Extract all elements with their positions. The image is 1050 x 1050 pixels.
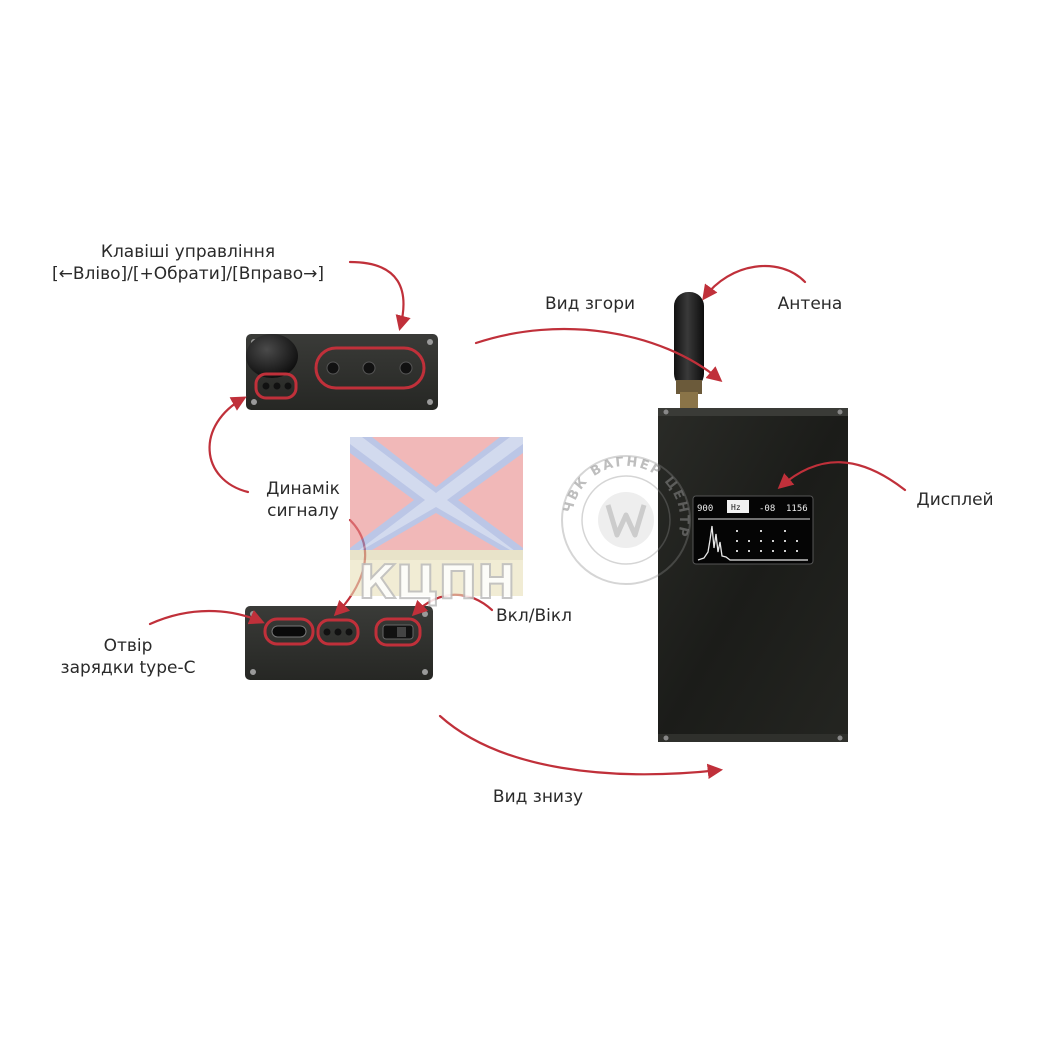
arrow-bottom-view <box>438 714 724 779</box>
power-switch-lever <box>397 627 406 637</box>
screw-icon <box>427 399 433 405</box>
screw-icon <box>663 735 669 741</box>
arrow-display <box>777 461 907 492</box>
antenna-body <box>674 292 704 388</box>
screw-icon <box>250 611 256 617</box>
bottom-view-panel <box>245 606 433 680</box>
display-readout-value: 1156 <box>786 504 808 514</box>
display-highlight-box <box>727 500 749 513</box>
speaker-hole-icon <box>334 628 342 636</box>
arrow-charging <box>148 609 265 626</box>
antenna-connector-nut <box>676 380 702 394</box>
display-readout-freq: 900 <box>697 504 713 514</box>
label-speaker-line2: сигналу <box>267 501 339 521</box>
stamp-center <box>598 492 654 548</box>
control-keys-highlight <box>314 346 426 390</box>
label-display: Дисплей <box>916 490 994 510</box>
label-control-keys-line1: Клавіші управління <box>100 242 276 262</box>
device-display <box>692 495 814 565</box>
stamp-w-icon <box>605 504 647 538</box>
label-charging: Отвір зарядки type-C <box>48 635 208 679</box>
arrow-speaker-top <box>208 396 250 494</box>
label-speaker: Динамік сигналу <box>248 478 358 522</box>
antenna-top-icon <box>246 334 298 378</box>
label-charging-line2: зарядки type-C <box>60 658 196 678</box>
label-top-view: Вид згори <box>544 294 636 314</box>
speaker-hole-icon <box>323 628 331 636</box>
main-device: 900 Hz -08 1156 <box>658 292 848 742</box>
screw-icon <box>251 399 257 405</box>
select-key-icon <box>362 361 376 375</box>
display-readout-unit: Hz <box>731 503 741 512</box>
display-spectrum-graph <box>697 525 808 561</box>
screw-icon <box>250 669 256 675</box>
screw-icon <box>422 669 428 675</box>
display-grid-dots <box>736 530 798 552</box>
screw-icon <box>422 611 428 617</box>
bottom-speaker-highlight <box>316 618 360 646</box>
device-body <box>658 408 848 742</box>
flag-cross <box>350 437 523 550</box>
usb-c-highlight <box>263 617 315 646</box>
flag-text-band <box>350 560 523 596</box>
label-charging-line1: Отвір <box>103 636 153 656</box>
flag-watermark <box>350 437 523 596</box>
speaker-hole-icon <box>262 382 270 390</box>
flag-cross-border <box>350 437 523 557</box>
label-control-keys-line2: [←Вліво]/[+Обрати]/[Вправо→] <box>51 264 325 284</box>
usb-c-port-icon <box>271 625 307 638</box>
screw-icon <box>663 409 669 415</box>
speaker-hole-icon <box>345 628 353 636</box>
flag-strip <box>350 550 523 560</box>
right-key-icon <box>399 361 413 375</box>
label-control-keys: Клавіші управління [←Вліво]/[+Обрати]/[В… <box>28 241 348 285</box>
label-power: Вкл/Вікл <box>495 606 573 626</box>
top-view-panel <box>246 334 438 410</box>
speaker-hole-icon <box>273 382 281 390</box>
flag-watermark-text: КЦПН <box>358 555 515 609</box>
screw-icon <box>837 735 843 741</box>
label-bottom-view: Вид знизу <box>492 787 584 807</box>
device-bottom-edge <box>658 734 848 742</box>
label-speaker-line1: Динамік <box>266 479 340 499</box>
screw-icon <box>427 339 433 345</box>
screw-icon <box>837 409 843 415</box>
device-top-edge <box>658 408 848 416</box>
speaker-hole-icon <box>284 382 292 390</box>
left-key-icon <box>326 361 340 375</box>
stamp-watermark <box>561 455 691 585</box>
arrow-antenna <box>702 264 807 301</box>
arrow-control-keys <box>348 260 411 331</box>
power-switch-highlight <box>374 617 422 647</box>
arrow-top-view <box>474 327 723 382</box>
label-antenna: Антена <box>777 294 843 314</box>
display-readout-level: -08 <box>759 504 775 514</box>
antenna-connector <box>680 392 698 412</box>
speaker-highlight <box>254 372 298 400</box>
